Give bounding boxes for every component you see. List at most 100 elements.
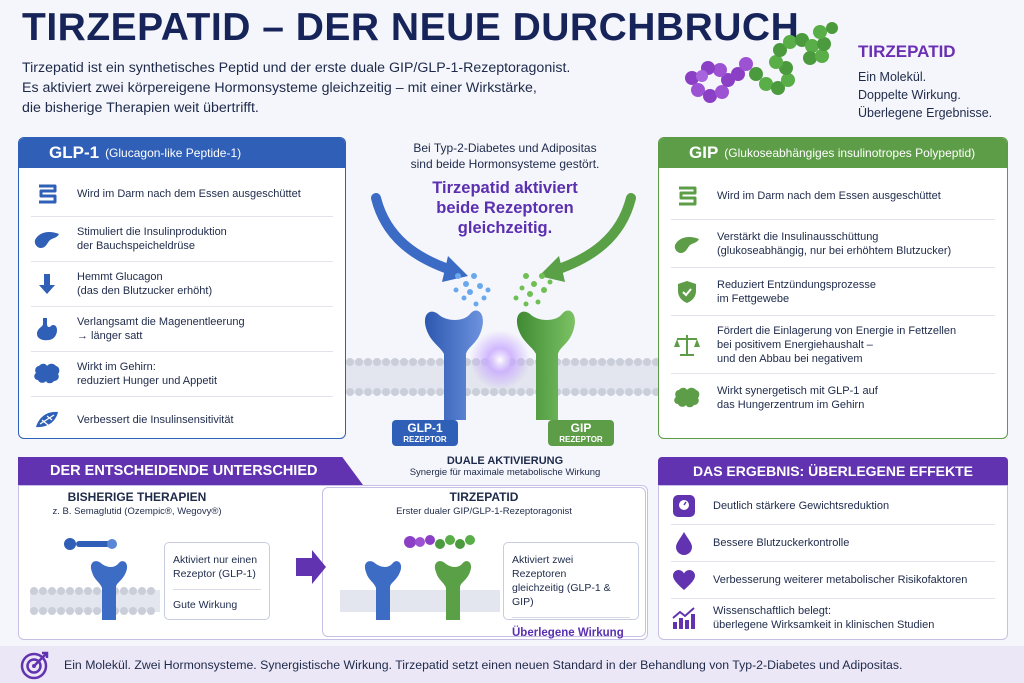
membrane-lipid-head bbox=[652, 358, 658, 366]
intro-line: Tirzepatid ist ein synthetisches Peptid … bbox=[22, 60, 571, 76]
membrane-lipid-head bbox=[75, 587, 83, 595]
arrow-right-icon bbox=[296, 550, 326, 584]
center-highlight: Tirzepatid aktiviert beide Rezeptoren gl… bbox=[360, 178, 650, 238]
list-item: Verlangsamt die Magenentleerung→ länger … bbox=[31, 307, 333, 352]
membrane-lipid-head bbox=[409, 388, 417, 396]
info-line: Rezeptor (GLP-1) bbox=[173, 568, 256, 580]
membrane-lipid-head bbox=[571, 388, 579, 396]
result-heading: DAS ERGEBNIS: ÜBERLEGENE EFFEKTE bbox=[658, 457, 1008, 485]
glp1-name: GLP-1 bbox=[49, 143, 100, 162]
membrane-lipid-head bbox=[652, 388, 658, 396]
brain-icon bbox=[31, 358, 63, 390]
membrane-lipid-head bbox=[138, 587, 146, 595]
receptor-sub: REZEPTOR bbox=[559, 435, 603, 444]
list-item: Hemmt Glucagon (das den Blutzucker erhöht… bbox=[31, 262, 333, 307]
membrane-lipid-head bbox=[355, 358, 363, 366]
tagline-line: Ein Molekül. bbox=[858, 70, 927, 84]
membrane-lipid-head bbox=[120, 607, 128, 615]
item-line: überlegene Wirksamkeit in klinischen Stu… bbox=[713, 618, 935, 631]
intestine-icon bbox=[31, 178, 63, 210]
tirzepatide-info-box: Aktiviert zwei Rezeptoren gleichzeitig (… bbox=[503, 542, 639, 639]
membrane-lipid-head bbox=[634, 388, 642, 396]
item-line: Wirkt synergetisch mit GLP-1 auf bbox=[717, 385, 878, 397]
membrane-lipid-head bbox=[526, 388, 534, 396]
item-line: das Hungerzentrum im Gehirn bbox=[717, 399, 865, 411]
molecule-tagline: Ein Molekül. Doppelte Wirkung. Überlegen… bbox=[858, 68, 992, 122]
intestine-icon bbox=[671, 180, 703, 212]
scale-weight-icon bbox=[671, 493, 697, 519]
info-line: Aktiviert nur einen bbox=[173, 554, 258, 566]
molecule-illustration bbox=[685, 22, 838, 103]
membrane-lipid-head bbox=[598, 388, 606, 396]
gip-name: GIP bbox=[689, 143, 719, 162]
membrane-lipid-head bbox=[400, 358, 408, 366]
item-line: Verlangsamt die Magenentleerung bbox=[77, 316, 245, 328]
item-line: Reduziert Entzündungsprozesse bbox=[717, 278, 876, 291]
membrane-lipid-head bbox=[30, 607, 38, 615]
item-line: Verbesserung weiterer metabolischer Risi… bbox=[713, 574, 968, 586]
membrane-lipid-head bbox=[418, 358, 426, 366]
molecule-purple-strand bbox=[685, 57, 753, 103]
gip-panel-header: GIP (Glukoseabhängiges insulinotropes Po… bbox=[659, 138, 1007, 168]
activation-glow bbox=[470, 330, 530, 390]
dual-subtitle: Synergie für maximale metabolische Wirku… bbox=[409, 467, 601, 478]
membrane-lipid-head bbox=[616, 388, 624, 396]
item-line: Bessere Blutzuckerkontrolle bbox=[713, 537, 850, 549]
item-line: (das den Blutzucker erhöht) bbox=[77, 285, 213, 297]
membrane-lipid-head bbox=[364, 358, 372, 366]
dual-receptor-illustration bbox=[340, 535, 500, 620]
receptor-name: GLP-1 bbox=[407, 421, 443, 435]
membrane-lipid-head bbox=[93, 607, 101, 615]
list-item: Wirkt im Gehirn:reduziert Hunger und App… bbox=[31, 352, 333, 397]
membrane-lipid-head bbox=[48, 587, 56, 595]
membrane-lipid-head bbox=[607, 388, 615, 396]
list-item: Wird im Darm nach dem Essen ausgeschütte… bbox=[671, 172, 995, 220]
item-line: Wirkt im Gehirn: bbox=[77, 361, 156, 373]
note-line: Bei Typ-2-Diabetes und Adipositas bbox=[413, 141, 597, 155]
membrane-lipid-head bbox=[75, 607, 83, 615]
brain-icon bbox=[671, 382, 703, 414]
stomach-icon bbox=[31, 313, 63, 345]
membrane-lipid-head bbox=[562, 358, 570, 366]
list-item: Fördert die Einlagerung von Energie in F… bbox=[671, 316, 995, 374]
item-line: und den Abbau bei negativem bbox=[717, 352, 863, 365]
membrane-lipid-head bbox=[120, 587, 128, 595]
membrane-lipid-head bbox=[382, 388, 390, 396]
membrane-lipid-head bbox=[129, 607, 137, 615]
pancreas-icon bbox=[671, 228, 703, 260]
info-line: gleichzeitig (GLP-1 & GIP) bbox=[512, 582, 611, 608]
membrane-lipid-head bbox=[147, 607, 155, 615]
membrane-lipid-head bbox=[391, 388, 399, 396]
membrane-lipid-head bbox=[93, 587, 101, 595]
blood-drop-icon bbox=[671, 530, 697, 556]
receptor-sub: REZEPTOR bbox=[403, 435, 447, 444]
membrane-lipid-head bbox=[580, 358, 588, 366]
glp1-receptor-label: GLP-1 REZEPTOR bbox=[392, 420, 458, 446]
item-line: Verstärkt die Insulinausschüttung bbox=[717, 230, 879, 243]
membrane-lipid-head bbox=[643, 388, 651, 396]
molecule-green-strand bbox=[749, 22, 838, 95]
item-line: Hemmt Glucagon bbox=[77, 271, 163, 283]
previous-info-box: Aktiviert nur einen Rezeptor (GLP-1) Gut… bbox=[164, 542, 270, 620]
tirzepatide-subtitle: Erster dualer GIP/GLP-1-Rezeptoragonist bbox=[396, 506, 572, 517]
heart-icon bbox=[671, 567, 697, 593]
membrane-lipid-head bbox=[625, 388, 633, 396]
membrane-lipid-head bbox=[643, 358, 651, 366]
membrane-lipid-head bbox=[427, 358, 435, 366]
previous-subtitle: z. B. Semaglutid (Ozempic®, Wegovy®) bbox=[52, 506, 222, 517]
previous-therapies-title: BISHERIGE THERAPIEN z. B. Semaglutid (Oz… bbox=[32, 490, 242, 517]
membrane-lipid-head bbox=[364, 388, 372, 396]
gip-list: Wird im Darm nach dem Essen ausgeschütte… bbox=[659, 168, 1007, 422]
membrane-lipid-head bbox=[418, 388, 426, 396]
membrane-lipid-head bbox=[598, 358, 606, 366]
item-line: der Bauchspeicheldrüse bbox=[77, 240, 196, 252]
single-receptor-illustration bbox=[30, 538, 160, 620]
membrane-lipid-head bbox=[571, 358, 579, 366]
item-line: Verbessert die Insulinsensitivität bbox=[77, 413, 234, 426]
item-line: Wird im Darm nach dem Essen ausgeschütte… bbox=[77, 188, 301, 200]
gip-receptor-label: GIP REZEPTOR bbox=[548, 420, 614, 446]
item-line: Deutlich stärkere Gewichtsreduktion bbox=[713, 500, 890, 512]
tagline-line: Doppelte Wirkung. bbox=[858, 88, 961, 102]
